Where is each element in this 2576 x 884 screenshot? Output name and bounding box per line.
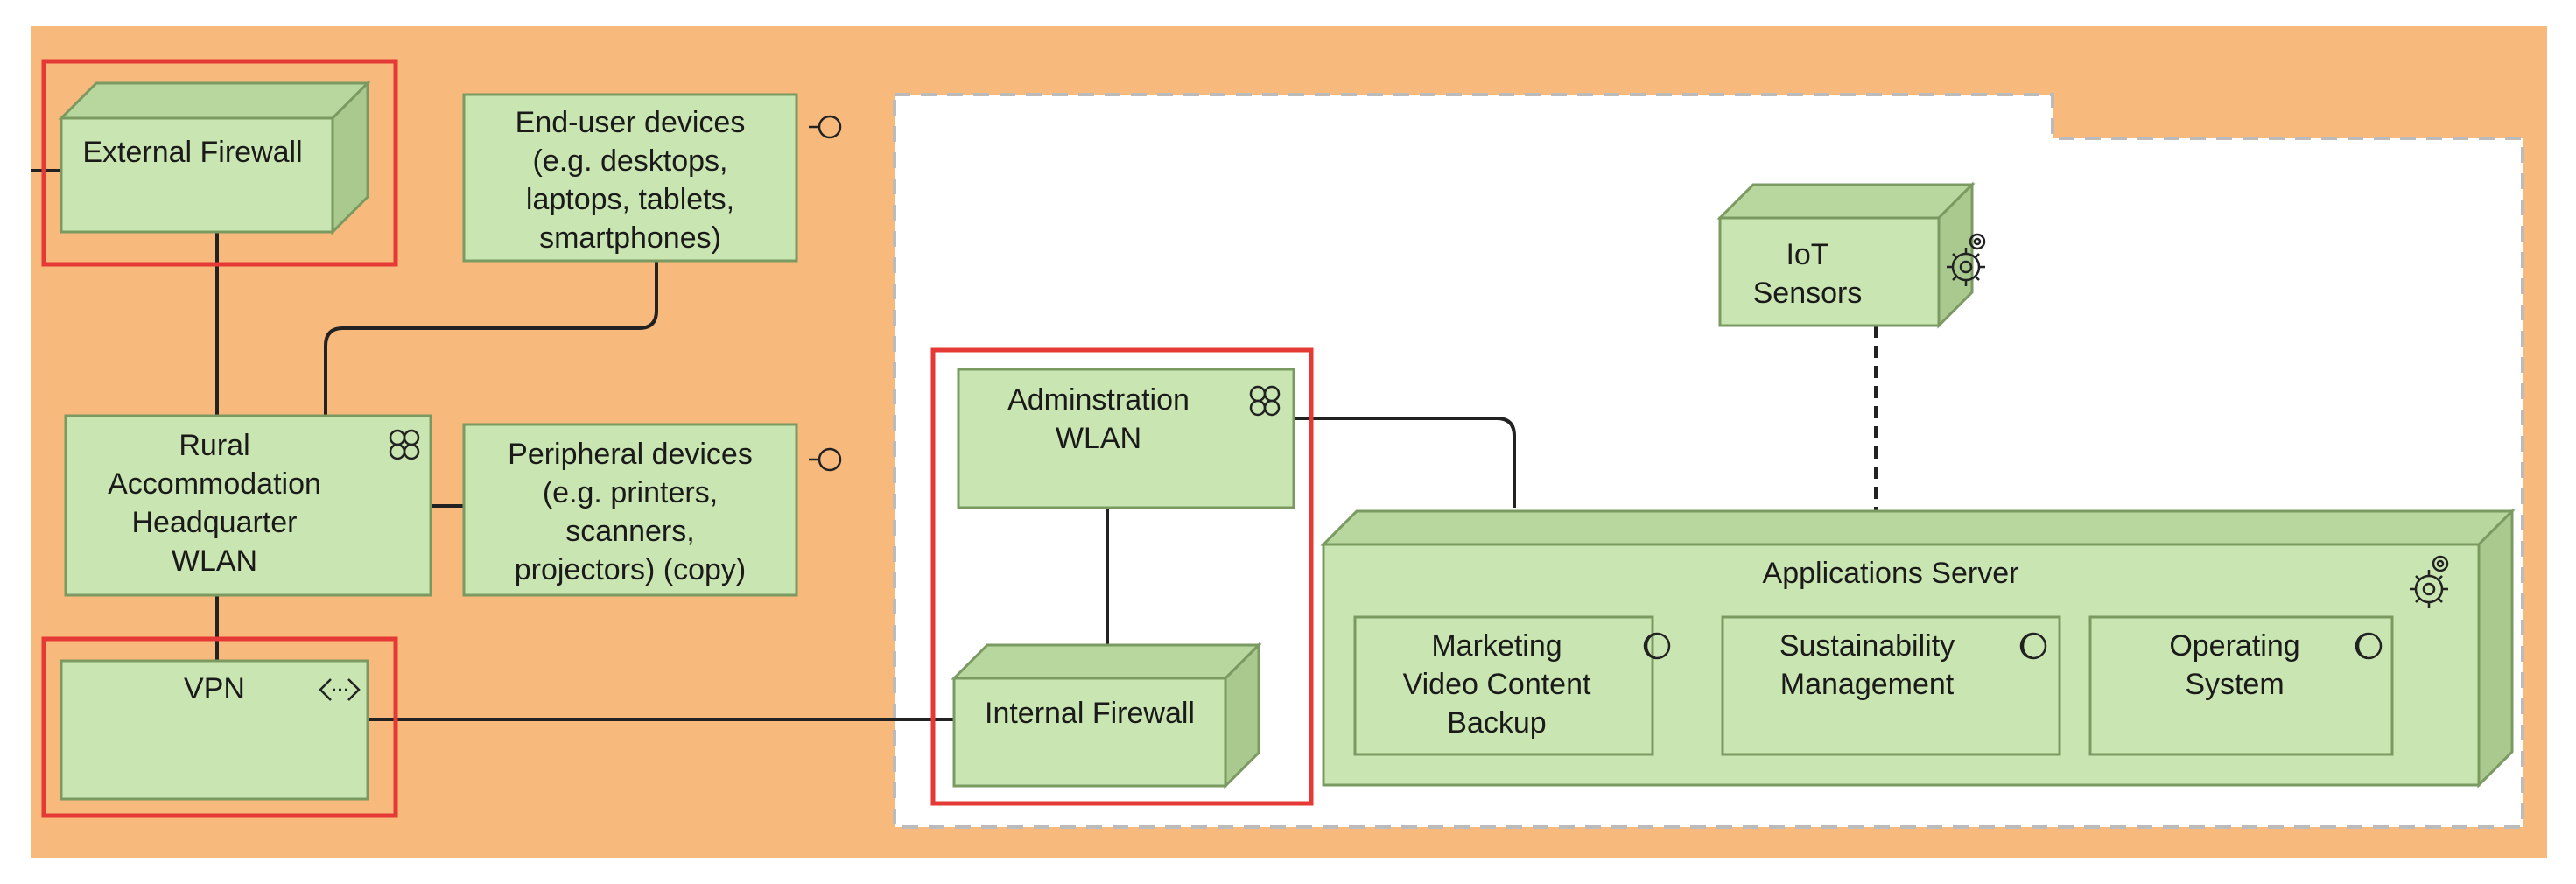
interface-icon	[809, 115, 842, 139]
sustainability-management-component	[1721, 615, 2061, 756]
internal-firewall-label: Internal Firewall	[985, 697, 1195, 730]
connector-adminwlan-appserver	[1294, 417, 1516, 508]
network-icon	[1249, 385, 1281, 417]
highlight-internal-firewalls	[930, 347, 1314, 806]
external-firewall-node	[58, 80, 371, 235]
internal-firewall-node	[951, 642, 1262, 789]
connector-enduser-headquarter	[324, 261, 658, 416]
end-user-devices-label: End-user devices(e.g. desktops,laptops, …	[515, 106, 746, 255]
applications-server-label: Applications Server	[1762, 557, 2019, 590]
marketing-backup-component	[1353, 615, 1654, 756]
system-software-icon	[2355, 632, 2383, 660]
system-software-icon	[1643, 632, 1671, 660]
headquarter-wlan-node	[64, 414, 432, 597]
path-icon	[319, 678, 361, 701]
peripheral-devices-label: Peripheral devices(e.g. printers,scanner…	[508, 438, 753, 586]
gear-icon	[1947, 233, 1986, 286]
highlight-external-firewall	[41, 59, 398, 267]
icons	[319, 115, 2449, 701]
gear-icon	[2410, 555, 2449, 608]
interface-icon	[809, 447, 842, 472]
highlight-boxes	[41, 59, 1314, 818]
vpn-label: VPN	[184, 672, 245, 705]
network-icon	[389, 429, 420, 460]
administration-wlan-node	[957, 368, 1295, 509]
highlight-vpn	[41, 636, 398, 818]
peripheral-devices-node	[462, 423, 798, 597]
vpn-node	[60, 659, 369, 801]
end-user-devices-node	[462, 93, 798, 263]
system-software-icon	[2019, 632, 2047, 660]
operating-system-component	[2088, 615, 2394, 756]
external-firewall-label: External Firewall	[82, 136, 303, 169]
